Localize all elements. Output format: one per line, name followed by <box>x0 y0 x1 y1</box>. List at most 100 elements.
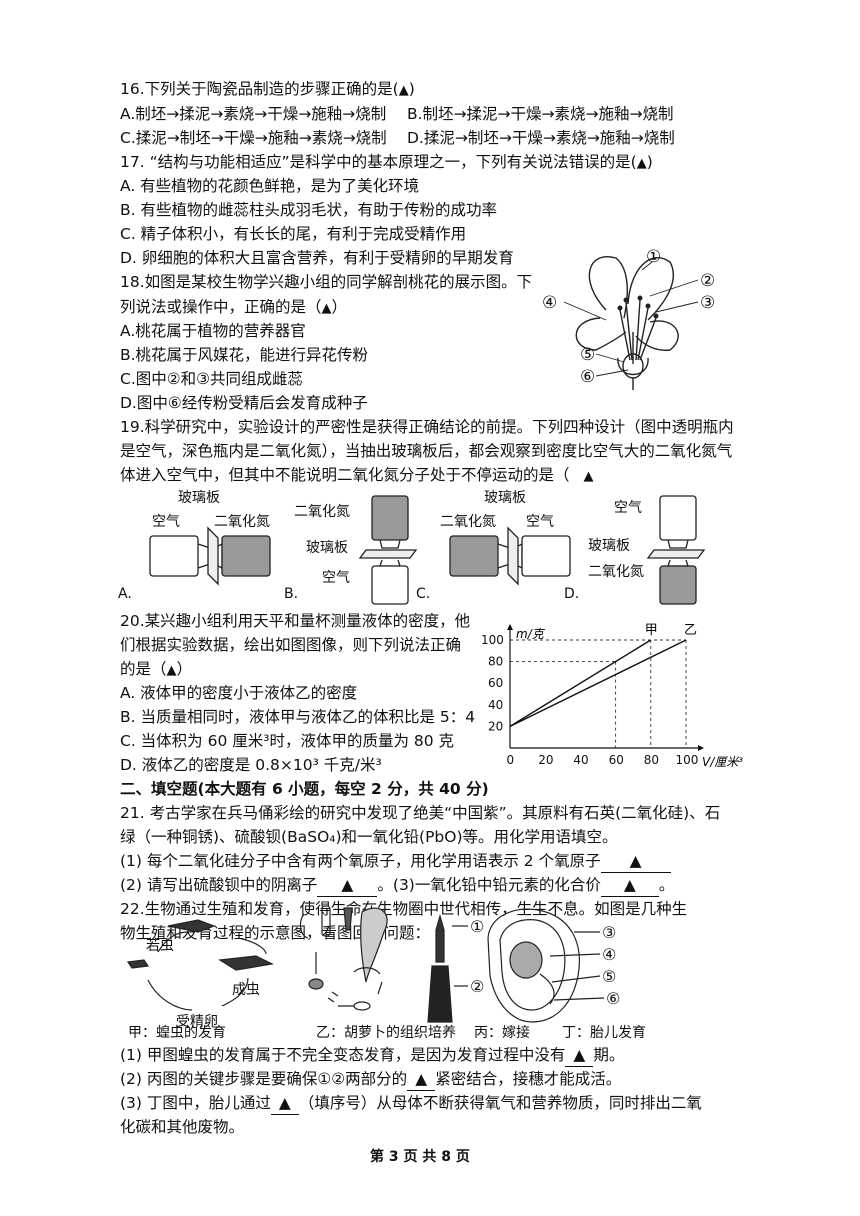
a-air-label: 空气 <box>152 514 180 530</box>
q21-part-1: (1) 每个二氧化硅分子中含有两个氧原子，用化学用语表示 2 个氧原子▲ <box>120 850 671 873</box>
q20-option-d: D. 液体乙的密度是 0.8×10³ 千克/米³ <box>120 756 382 774</box>
q22-part-2: (2) 丙图的关键步骤是要确保①②两部分的▲紧密结合，接穗才能成活。 <box>120 1068 621 1091</box>
ding-label-4: ④ <box>602 945 616 964</box>
q19-line-3: 体进入空气中，但其中不能说明二氧化氮分子处于不停运动的是（▲ <box>120 466 594 484</box>
y-tick-label-3: 80 <box>488 655 503 669</box>
q16-option-a: A.制坯→揉泥→素烧→干燥→施釉→烧制 <box>120 105 387 123</box>
label-1: ① <box>646 247 661 267</box>
q22-line-1: 22.生物通过生殖和发育，使得生命在生物圈中世代相传，生生不息。如图是几种生 <box>120 900 688 918</box>
q18-stem-2: 列说法或操作中，正确的是（▲） <box>120 298 348 316</box>
x-axis-label: V/厘米³ <box>702 755 743 769</box>
x-tick-label-1: 20 <box>538 753 553 767</box>
ding-label-5: ⑤ <box>602 967 616 986</box>
b-glass-label: 玻璃板 <box>306 539 348 556</box>
q20-stem-1: 20.某兴趣小组利用天平和量杯测量液体的密度，他 <box>120 612 471 630</box>
b-no2-label: 二氧化氮 <box>294 504 350 520</box>
a-glass-label: 玻璃板 <box>178 489 220 506</box>
series-line-1 <box>509 639 687 728</box>
q18-option-c: C.图中②和③共同组成雌蕊 <box>120 370 304 388</box>
q20-option-b: B. 当质量相同时，液体甲与液体乙的体积比是 5：4 <box>120 708 476 726</box>
label-5: ⑤ <box>580 345 595 365</box>
ding-label-6: ⑥ <box>606 989 620 1008</box>
x-tick-label-4: 80 <box>644 753 659 767</box>
y-tick-label-4: 100 <box>481 633 504 647</box>
x-tick-label-2: 40 <box>573 753 588 767</box>
c-no2-label: 二氧化氮 <box>440 514 496 530</box>
label-4: ④ <box>542 293 557 313</box>
y-tick-label-1: 40 <box>488 698 503 712</box>
caption-jia: 甲：蝗虫的发育 <box>128 1025 226 1041</box>
d-glass-label: 玻璃板 <box>588 537 630 554</box>
caption-bing: 丙：嫁接 <box>474 1025 530 1041</box>
ding-label-3: ③ <box>602 923 616 942</box>
series-label-1: 乙 <box>684 623 697 638</box>
y-axis-label: m/克 <box>516 627 546 641</box>
q18-option-b: B.桃花属于风媒花，能进行异花传粉 <box>120 346 369 364</box>
shoujingluan-label: 受精卵 <box>176 1014 218 1030</box>
q16-option-d: D.揉泥→制坯→干燥→素烧→施釉→烧制 <box>407 129 675 147</box>
x-tick-label-0: 0 <box>507 753 515 767</box>
q22-figures: 若虫 成虫 受精卵 ① ② ③ ④ ⑤ ⑥ <box>126 905 620 1030</box>
label-3: ③ <box>700 293 715 313</box>
option-c-label: C. <box>416 586 430 602</box>
q20-stem-2: 们根据实验数据，绘出如图图像，则下列说法正确 <box>120 636 462 654</box>
q20-option-a: A. 液体甲的密度小于液体乙的密度 <box>120 684 358 702</box>
a-no2-label: 二氧化氮 <box>214 514 270 530</box>
q18-option-a: A.桃花属于植物的营养器官 <box>120 322 306 340</box>
option-d-label: D. <box>564 586 579 602</box>
caption-ding: 丁：胎儿发育 <box>562 1025 646 1041</box>
section-2-title: 二、填空题(本大题有 6 小题，每空 2 分，共 40 分) <box>120 780 489 798</box>
y-tick-label-0: 20 <box>488 719 503 733</box>
q19-bottle-figures: 玻璃板 空气 二氧化氮 A. 二氧化氮 玻璃板 空气 B. 玻璃板 二氧化氮 空… <box>118 489 706 605</box>
chengchong-label: 成虫 <box>232 982 260 998</box>
q22-blank-1[interactable]: ▲ <box>565 1044 594 1067</box>
q22-blank-3[interactable]: ▲ <box>270 1092 299 1115</box>
q17-option-b: B. 有些植物的雌蕊柱头成羽毛状，有助于传粉的成功率 <box>120 201 497 219</box>
option-a-label: A. <box>118 586 132 602</box>
c-glass-label: 玻璃板 <box>484 489 526 506</box>
q21-part-2: (2) 请写出硫酸钡中的阴离子▲。(3)一氧化铅中铅元素的化合价▲。 <box>120 874 674 897</box>
q20-stem-3: 的是（▲） <box>120 660 193 678</box>
ruochong-label: 若虫 <box>146 938 174 954</box>
y-axis-arrow <box>507 624 513 630</box>
q21-blank-3[interactable]: ▲ <box>600 874 659 897</box>
label-2: ② <box>700 271 715 291</box>
q17-stem: 17. “结构与功能相适应”是科学中的基本原理之一，下列有关说法错误的是(▲) <box>120 153 653 171</box>
b-air-label: 空气 <box>322 570 350 586</box>
peach-flower-figure: ① ② ③ ④ ⑤ ⑥ <box>542 247 715 390</box>
q16-stem: 16.下列关于陶瓷品制造的步骤正确的是(▲) <box>120 80 415 98</box>
y-tick-label-2: 60 <box>488 676 503 690</box>
q22-blank-2[interactable]: ▲ <box>407 1068 436 1091</box>
q21-line-1: 21. 考古学家在兵马俑彩绘的研究中发现了绝美“中国紫”。其原料有石英(二氧化硅… <box>120 804 721 822</box>
q19-line-1: 19.科学研究中，实验设计的严密性是获得正确结论的前提。下列四种设计（图中透明瓶… <box>120 418 734 436</box>
q22-part-1: (1) 甲图蝗虫的发育属于不完全变态发育，是因为发育过程中没有▲期。 <box>120 1044 624 1067</box>
q19-line-2: 是空气，深色瓶内是二氧化氮），当抽出玻璃板后，都会观察到密度比空气大的二氧化氮气 <box>120 442 733 460</box>
option-b-label: B. <box>284 586 298 602</box>
series-line-0 <box>509 639 652 727</box>
c-air-label: 空气 <box>526 514 554 530</box>
q16-option-c: C.揉泥→制坯→干燥→施釉→素烧→烧制 <box>120 129 387 147</box>
series-label-0: 甲 <box>645 623 658 638</box>
page-footer: 第 3 页 共 8 页 <box>370 1149 470 1165</box>
caption-yi: 乙：胡萝卜的组织培养 <box>316 1025 456 1041</box>
q20-option-c: C. 当体积为 60 厘米³时，液体甲的质量为 80 克 <box>120 732 455 750</box>
q22-part-3-cont: 化碳和其他废物。 <box>120 1118 245 1136</box>
q21-blank-1[interactable]: ▲ <box>600 850 671 873</box>
q21-blank-2[interactable]: ▲ <box>317 874 378 897</box>
q16-option-b: B.制坯→揉泥→干燥→素烧→施釉→烧制 <box>407 105 674 123</box>
label-6: ⑥ <box>580 367 595 387</box>
x-tick-label-5: 100 <box>676 753 699 767</box>
q21-line-2: 绿（一种铜锈)、硫酸钡(BaSO₄)和一氧化铅(PbO)等。用化学用语填空。 <box>120 828 618 846</box>
q22-part-3: (3) 丁图中，胎儿通过▲（填序号）从母体不断获得氧气和营养物质，同时排出二氧 <box>120 1092 702 1115</box>
d-air-label: 空气 <box>614 500 642 516</box>
q18-stem-1: 18.如图是某校生物学兴趣小组的同学解剖桃花的展示图。下 <box>120 273 533 291</box>
d-no2-label: 二氧化氮 <box>588 564 644 580</box>
q18-option-d: D.图中⑥经传粉受精后会发育成种子 <box>120 394 368 412</box>
q17-option-d: D. 卵细胞的体积大且富含营养，有利于受精卵的早期发育 <box>120 249 514 267</box>
x-axis-arrow <box>698 745 704 751</box>
bing-label-1: ① <box>470 917 484 936</box>
x-tick-label-3: 60 <box>609 753 624 767</box>
q17-option-c: C. 精子体积小，有长长的尾，有利于完成受精作用 <box>120 225 467 243</box>
q17-option-a: A. 有些植物的花颜色鲜艳，是为了美化环境 <box>120 177 420 195</box>
